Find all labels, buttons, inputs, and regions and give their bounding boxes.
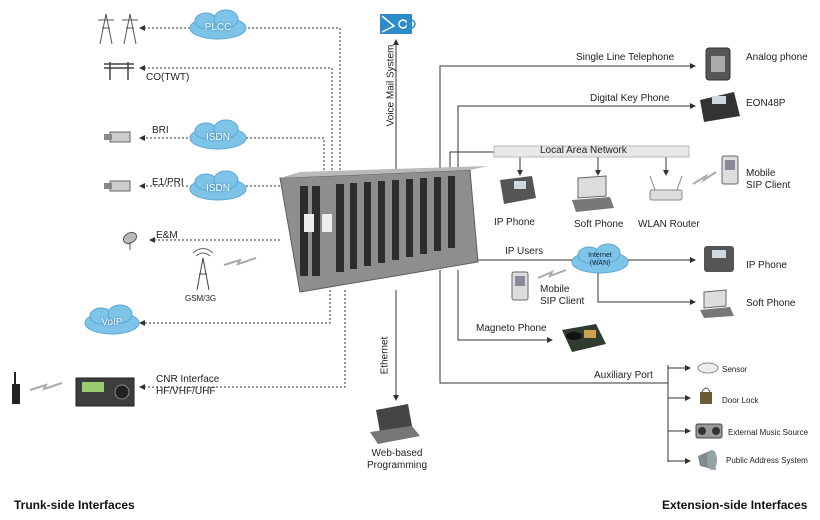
label-lan: Local Area Network <box>540 145 627 156</box>
signal-wlan <box>692 171 717 185</box>
title-extension-side: Extension-side Interfaces <box>662 498 808 512</box>
e1-connector-icon <box>104 180 131 192</box>
title-trunk-side: Trunk-side Interfaces <box>14 498 135 512</box>
cloud-isdn-2 <box>189 170 247 201</box>
label-door-lock: Door Lock <box>722 396 759 405</box>
signal-radio <box>29 382 63 391</box>
ip-phone-wan-icon <box>704 246 734 272</box>
label-digital-key: Digital Key Phone <box>590 93 670 104</box>
label-pa-system: Public Address System <box>726 456 808 465</box>
cloud-isdn-1 <box>189 119 247 150</box>
label-single-line: Single Line Telephone <box>576 52 675 63</box>
cloud-label-internet: Internet (WAN) <box>588 252 612 267</box>
label-web-2: Programming <box>366 460 428 471</box>
bri-connector-icon <box>104 131 131 143</box>
line-aux <box>439 270 668 384</box>
magneto-phone-icon <box>562 324 606 352</box>
label-mobile-sip-1a: Mobile <box>746 168 776 179</box>
cloud-plcc <box>189 9 247 40</box>
label-wlan-router: WLAN Router <box>638 219 700 230</box>
label-bri: BRI <box>152 125 169 136</box>
analog-phone-icon <box>705 47 731 81</box>
label-soft-phone-wan: Soft Phone <box>746 298 796 309</box>
line-plcc <box>139 25 341 190</box>
line-magneto <box>457 270 553 343</box>
label-ip-users: IP Users <box>505 246 544 257</box>
line-cnr <box>139 290 346 390</box>
line-voip <box>139 290 331 326</box>
label-aux-port: Auxiliary Port <box>594 370 653 381</box>
pa-speaker-icon <box>698 450 717 470</box>
eon48p-phone-icon <box>700 92 740 122</box>
label-mobile-sip-2a: Mobile <box>540 284 570 295</box>
line-wan-soft <box>597 270 696 305</box>
label-co: CO(TWT) <box>146 72 190 83</box>
power-tower-icon <box>98 13 138 45</box>
label-cnr-1: CNR Interface <box>156 374 220 385</box>
label-mobile-sip-1b: SIP Client <box>746 180 791 191</box>
label-eon48p: EON48P <box>746 98 786 109</box>
signal-gsm <box>223 257 257 266</box>
label-ip-phone-lan: IP Phone <box>494 217 535 228</box>
laptop-web-icon <box>370 404 420 444</box>
label-web-1: Web-based <box>371 448 423 459</box>
cloud-internet <box>571 243 629 274</box>
pbx-chassis <box>279 166 488 293</box>
soft-phone-lan-icon <box>572 175 614 212</box>
voicemail-icon <box>380 14 416 34</box>
cnr-radio-icon <box>75 377 135 407</box>
label-mobile-sip-2b: SIP Client <box>540 296 585 307</box>
label-soft-phone-lan: Soft Phone <box>574 219 624 230</box>
ip-phone-lan-icon <box>500 176 536 204</box>
label-magneto: Magneto Phone <box>476 323 547 334</box>
cloud-label-isdn-1: ISDN <box>206 132 230 143</box>
label-ip-phone-wan: IP Phone <box>746 260 787 271</box>
label-voicemail: Voice Mail System <box>385 44 397 127</box>
label-e1pri: E1/PRI <box>152 177 184 188</box>
soft-phone-wan-icon <box>700 289 734 318</box>
cloud-label-isdn-2: ISDN <box>206 183 230 194</box>
label-ethernet: Ethernet <box>379 336 391 375</box>
label-analog-phone: Analog phone <box>746 52 808 63</box>
label-cnr-2: HF/VHF/UHF <box>156 386 216 397</box>
gsm-tower-icon <box>192 248 214 291</box>
signal-mobile-2 <box>537 269 567 279</box>
mobile-sip-2-icon <box>511 271 529 301</box>
cloud-label-voip: VoIP <box>101 317 123 328</box>
telephone-pole-icon <box>104 62 134 80</box>
line-single <box>439 63 696 200</box>
music-source-icon <box>695 423 723 439</box>
cloud-label-plcc: PLCC <box>204 22 232 33</box>
sensor-icon <box>697 362 719 374</box>
cloud-voip <box>84 304 140 335</box>
mobile-sip-1-icon <box>721 155 739 185</box>
label-sensor: Sensor <box>722 365 748 374</box>
label-gsm: GSM/3G <box>185 294 217 303</box>
door-lock-icon <box>700 387 712 404</box>
radio-handset-icon <box>12 372 20 404</box>
wlan-router-icon <box>649 175 683 201</box>
lan-bar <box>493 145 690 158</box>
label-em: E&M <box>156 230 178 241</box>
satellite-dish-icon <box>122 231 138 250</box>
label-ext-music: External Music Source <box>728 428 809 437</box>
line-co <box>139 65 333 190</box>
